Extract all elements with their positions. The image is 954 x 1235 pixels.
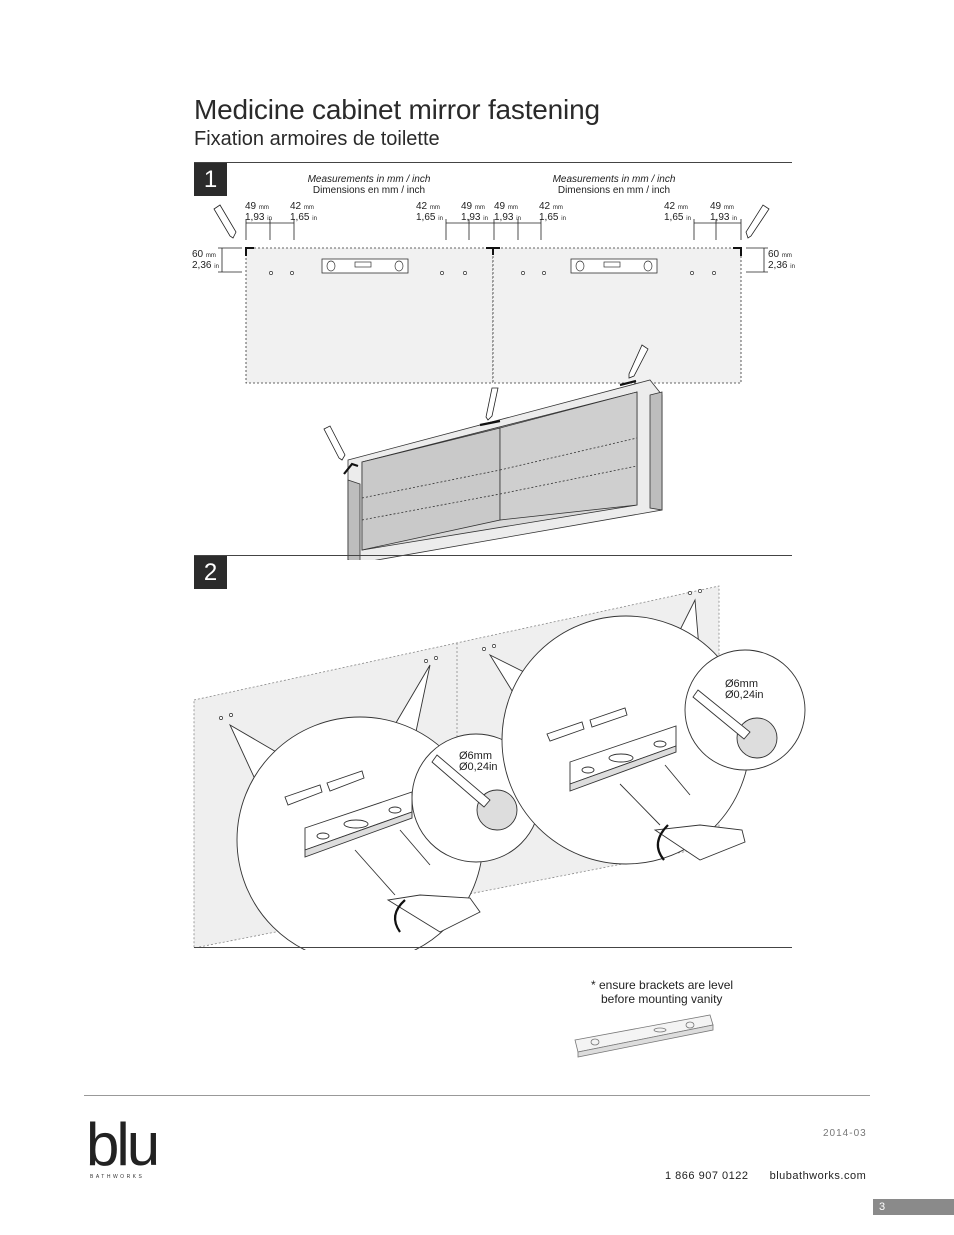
step1-diagram <box>213 204 770 560</box>
dimension-height-left: 60 mm 2,36 in <box>192 249 219 271</box>
dimension-d3: 42 mm 1,65 in <box>416 201 443 223</box>
measurements-heading-left: Measurements in mm / inch Dimensions en … <box>307 174 431 196</box>
drill-size-right: Ø6mm Ø0,24in <box>725 678 764 701</box>
level-note: * ensure brackets are level before mount… <box>591 978 734 1006</box>
footer-website[interactable]: blubathworks.com <box>769 1170 867 1182</box>
page-title: Medicine cabinet mirror fastening <box>194 94 600 125</box>
brand-logo-sub: BATHWORKS <box>90 1174 145 1180</box>
drill-size-left: Ø6mm Ø0,24in <box>459 750 498 773</box>
dimension-d2: 42 mm 1,65 in <box>290 201 317 223</box>
step2-diagram <box>193 585 806 950</box>
footer-divider <box>84 1095 870 1096</box>
step2-bottom-divider <box>194 947 792 948</box>
step-2-badge: 2 <box>194 556 227 589</box>
footer-contact: 1 866 907 0122 blubathworks.com <box>665 1170 866 1182</box>
dimension-d7: 42 mm 1,65 in <box>664 201 691 223</box>
dimension-d1: 49 mm 1,93 in <box>245 201 272 223</box>
footer-phone: 1 866 907 0122 <box>665 1170 749 1182</box>
step2-divider <box>194 555 792 556</box>
dimension-d6: 42 mm 1,65 in <box>539 201 566 223</box>
level-tool-illustration <box>574 1014 714 1058</box>
step-1-badge: 1 <box>194 163 227 196</box>
dimension-d5: 49 mm 1,93 in <box>494 201 521 223</box>
dimension-d8: 49 mm 1,93 in <box>710 201 737 223</box>
footer-date: 2014-03 <box>823 1128 867 1139</box>
page-number: 3 <box>873 1199 954 1215</box>
brand-logo: blu <box>86 1111 160 1178</box>
dimension-d4: 49 mm 1,93 in <box>461 201 488 223</box>
measurements-heading-right: Measurements in mm / inch Dimensions en … <box>552 174 676 196</box>
dimension-height-right: 60 mm 2,36 in <box>768 249 795 271</box>
page-subtitle: Fixation armoires de toilette <box>194 128 440 150</box>
step1-divider <box>194 162 792 163</box>
